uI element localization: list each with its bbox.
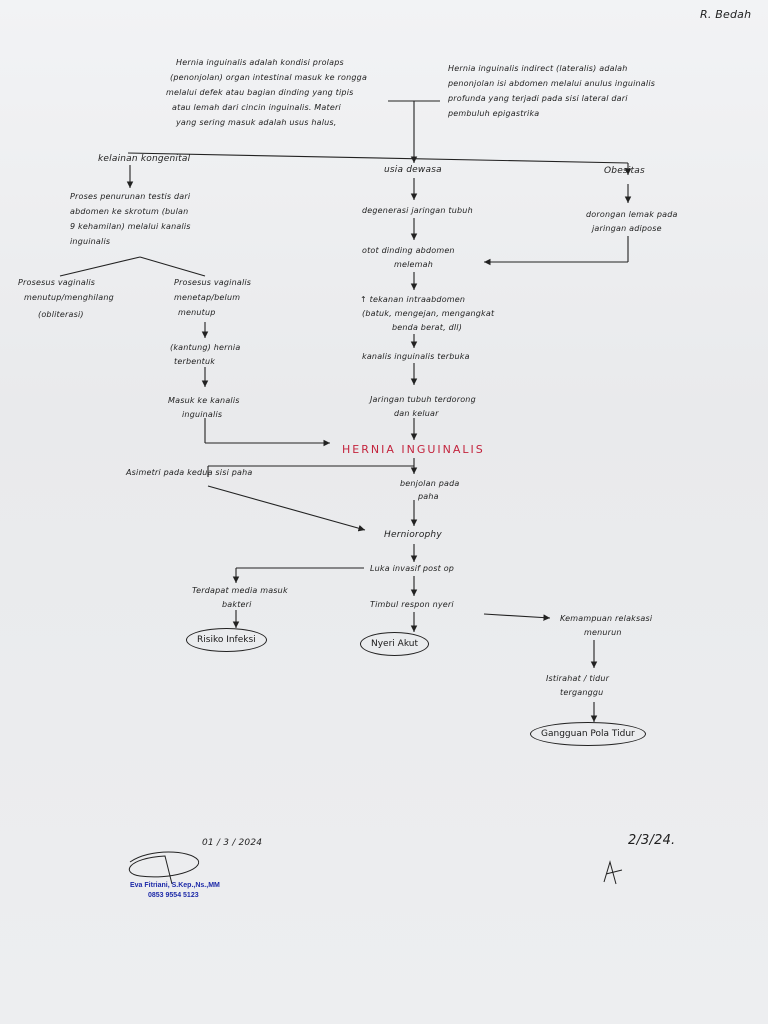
node-line: bakteri — [222, 600, 252, 609]
diagnosis-sleep-disturbance: Gangguan Pola Tidur — [530, 722, 646, 746]
node-line: (obliterasi) — [38, 310, 84, 319]
node-line: melemah — [394, 260, 434, 269]
diagnosis-acute-pain: Nyeri Akut — [360, 632, 429, 656]
cause-obesity: Obesitas — [604, 166, 645, 176]
node-line: Prosesus vaginalis — [174, 278, 252, 287]
definition-left-line: (penonjolan) organ intestinal masuk ke r… — [170, 73, 368, 82]
node-line: 9 kehamilan) melalui kanalis — [70, 222, 191, 231]
node-line: Terdapat media masuk — [192, 586, 288, 595]
pain-response-node: Timbul respon nyeri — [370, 600, 454, 609]
node-line: Proses penurunan testis dari — [70, 192, 191, 201]
cause-age: usia dewasa — [384, 165, 442, 175]
node-line: Kemampuan relaksasi — [560, 614, 653, 623]
definition-left-line: melalui defek atau bagian dinding yang t… — [166, 88, 354, 97]
node-line: menutup/menghilang — [24, 293, 114, 302]
node-line: Masuk ke kanalis — [168, 396, 240, 405]
node-line: abdomen ke skrotum (bulan — [70, 207, 189, 216]
signature-date-left: 01 / 3 / 2024 — [202, 838, 263, 848]
node-line: Prosesus vaginalis — [18, 278, 96, 287]
definition-right-line: Hernia inguinalis indirect (lateralis) a… — [448, 64, 628, 73]
node-line: menetap/belum — [174, 293, 241, 302]
signature-date-right: 2/3/24. — [628, 833, 676, 848]
signature-scribble — [128, 851, 623, 885]
signer-phone: 0853 9554 5123 — [148, 892, 199, 899]
node-line: (batuk, mengejan, mengangkat — [362, 309, 495, 318]
node-line: terbentuk — [174, 357, 216, 366]
definition-left-line: atau lemah dari cincin inguinalis. Mater… — [172, 103, 341, 112]
herniorophy-node: Herniorophy — [384, 530, 442, 540]
node-line: menutup — [178, 308, 216, 317]
node-line: otot dinding abdomen — [362, 246, 455, 255]
node-line: dorongan lemak pada — [586, 210, 678, 219]
node-line: paha — [418, 492, 439, 501]
node-line: Jaringan tubuh terdorong — [370, 395, 476, 404]
node-line: menurun — [584, 628, 622, 637]
node-line: benda berat, dll) — [392, 323, 463, 332]
node-line: inguinalis — [182, 410, 223, 419]
signer-name: Eva Fitriani, S.Kep.,Ns.,MM — [130, 882, 220, 889]
node-line: benjolan pada — [400, 479, 460, 488]
diagnosis-infection-risk: Risiko Infeksi — [186, 628, 267, 652]
definition-right-line: pembuluh epigastrika — [448, 109, 540, 118]
asymmetry-node: Asimetri pada kedua sisi paha — [126, 468, 253, 477]
node-line: terganggu — [560, 688, 604, 697]
degeneration-node: degenerasi jaringan tubuh — [362, 206, 473, 215]
node-line: Istirahat / tidur — [546, 674, 610, 683]
definition-right-line: profunda yang terjadi pada sisi lateral … — [448, 94, 628, 103]
cause-congenital: kelainan kongenital — [98, 154, 191, 164]
hernia-inguinalis-title: HERNIA INGUINALIS — [342, 443, 485, 456]
department-label: R. Bedah — [700, 8, 752, 21]
definition-right-line: penonjolan isi abdomen melalui anulus in… — [448, 79, 656, 88]
node-line: inguinalis — [70, 237, 111, 246]
wound-node: Luka invasif post op — [370, 564, 455, 573]
node-line: dan keluar — [394, 409, 439, 418]
node-line: (kantung) hernia — [170, 343, 241, 352]
node-line: jaringan adipose — [592, 224, 662, 233]
canal-open-node: kanalis inguinalis terbuka — [362, 352, 470, 361]
node-line: ↑ tekanan intraabdomen — [360, 295, 466, 304]
definition-left-line: Hernia inguinalis adalah kondisi prolaps — [176, 58, 344, 67]
definition-left-line: yang sering masuk adalah usus halus, — [176, 118, 337, 127]
